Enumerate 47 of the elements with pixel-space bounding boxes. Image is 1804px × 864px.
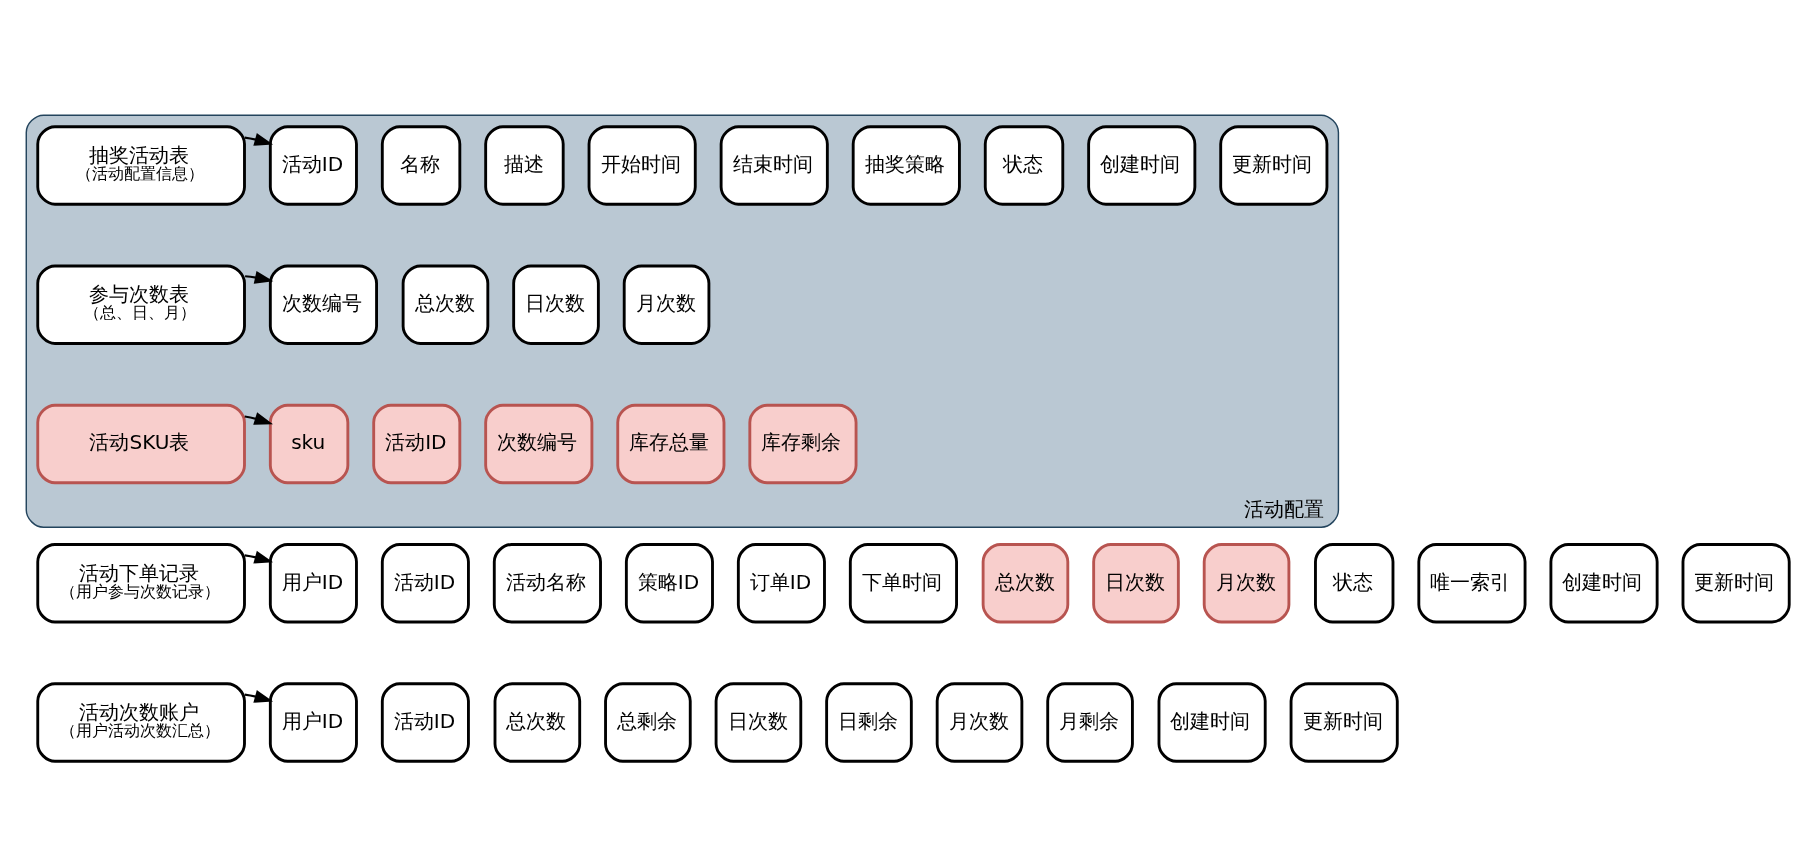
node-box: 总次数 (493, 681, 582, 763)
node-box: 创建时间 (1549, 542, 1659, 623)
node-box: 日次数 (512, 264, 600, 345)
node-box: 用户ID (268, 681, 358, 763)
node-box: 活动ID (380, 542, 470, 623)
node-box: 月次数 (935, 681, 1024, 763)
node-box: 库存剩余 (748, 403, 858, 484)
node-box: 总次数 (401, 264, 490, 345)
node-box: 开始时间 (587, 124, 697, 206)
node-box: 总次数 (981, 542, 1070, 623)
node-box: 描述 (484, 124, 565, 206)
node-box: 抽奖活动表 （活动配置信息） (36, 124, 246, 206)
node-box: 唯一索引 (1417, 542, 1527, 623)
node-box: sku (268, 403, 350, 484)
node-box: 更新时间 (1219, 124, 1329, 206)
node-box: 日次数 (1092, 542, 1180, 623)
node-box: 用户ID (268, 542, 358, 623)
node-box: 日次数 (714, 681, 803, 763)
node-box: 活动次数账户 （用户活动次数汇总） (36, 681, 246, 763)
node-box: 活动ID (380, 681, 470, 763)
node-box: 名称 (380, 124, 462, 206)
node-box: 日剩余 (825, 681, 913, 763)
node-box: 创建时间 (1157, 681, 1267, 763)
node-box: 活动ID (372, 403, 462, 484)
node-box: 活动SKU表 (36, 403, 246, 484)
node-box: 次数编号 (268, 264, 378, 345)
node-box: 更新时间 (1681, 542, 1791, 623)
node-box: 状态 (983, 124, 1065, 206)
node-box: 参与次数表 （总、日、月） (36, 264, 246, 345)
node-box: 状态 (1314, 542, 1395, 623)
arrow (244, 550, 274, 563)
node-box: 创建时间 (1087, 124, 1197, 206)
node-box: 活动ID (268, 124, 358, 206)
node-box: 月次数 (1202, 542, 1291, 623)
node-box: 抽奖策略 (851, 124, 961, 206)
node-box: 活动下单记录 （用户参与次数记录） (36, 542, 246, 623)
node-box: 活动名称 (492, 542, 602, 623)
node-box: 月次数 (622, 264, 711, 345)
node-box: 月剩余 (1046, 681, 1134, 763)
node-box: 订单ID (736, 542, 826, 623)
node-box: 结束时间 (719, 124, 829, 206)
node-box: 库存总量 (616, 403, 726, 484)
node-box: 次数编号 (484, 403, 594, 484)
node-box: 总剩余 (604, 681, 692, 763)
node-box: 下单时间 (848, 542, 958, 623)
node-box: 更新时间 (1289, 681, 1399, 763)
node-box: 策略ID (624, 542, 714, 623)
